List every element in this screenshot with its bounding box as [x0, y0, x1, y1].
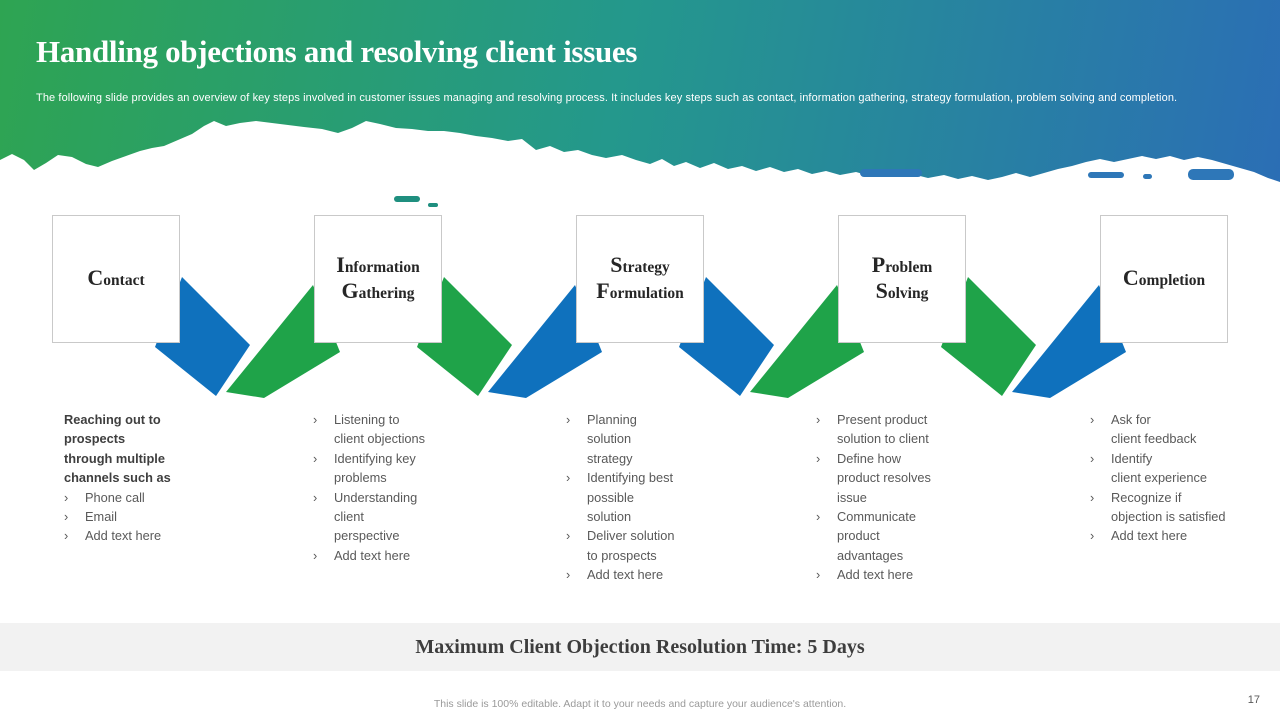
- bullet-text: Add text here: [334, 547, 411, 563]
- bullet-add-text-placeholder[interactable]: › Add text here: [566, 565, 702, 584]
- chevron-bullet-icon: ›: [1090, 450, 1095, 466]
- initial-capital: P: [871, 252, 886, 277]
- chevron-bullet-icon: ›: [566, 412, 571, 427]
- torn-paper-fragments: [394, 169, 1234, 207]
- chevron-ribbon-green-3: [750, 285, 864, 398]
- bullet-text: Add text here: [587, 567, 664, 583]
- initial-capital: C: [1122, 265, 1139, 290]
- chevron-ribbon-green-1: [226, 285, 340, 398]
- chevron-bullet-icon: ›: [566, 567, 571, 583]
- initial-capital: G: [341, 278, 359, 303]
- chevron-bullet-icon: ›: [1090, 528, 1095, 544]
- chevron-bullet-icon: ›: [1090, 412, 1095, 427]
- chevron-bullet-icon: ›: [313, 489, 318, 505]
- chevron-bullet-icon: ›: [816, 509, 821, 525]
- initial-capital: S: [610, 252, 623, 277]
- chevron-bullet-icon: ›: [816, 567, 821, 583]
- chevron-bullet-icon: ›: [1090, 489, 1095, 505]
- resolution-time-text: Maximum Client Objection Resolution Time…: [415, 635, 865, 658]
- bullet-text: Email: [85, 509, 117, 525]
- page-number: 17: [1247, 694, 1260, 706]
- bullet-text: Phone call: [85, 489, 145, 505]
- bullet-add-text-placeholder[interactable]: › Add text here: [1090, 526, 1255, 545]
- step-box-completion[interactable]: Completion: [1100, 215, 1228, 343]
- initial-capital: S: [875, 278, 888, 303]
- chevron-bullet-icon: ›: [64, 528, 69, 544]
- bullet-add-text-placeholder[interactable]: › Add text here: [816, 565, 960, 584]
- bullet-text: Add text here: [85, 528, 162, 544]
- chevron-bullet-icon: ›: [313, 547, 318, 563]
- chevron-bullet-icon: ›: [313, 412, 318, 427]
- initial-capital: I: [336, 252, 345, 277]
- step-box-contact[interactable]: Contact: [52, 215, 180, 343]
- bullet-item: › Email: [64, 507, 196, 526]
- chevron-bullet-icon: ›: [64, 489, 69, 505]
- torn-paper-edge: [0, 121, 1280, 212]
- chevron-bullet-icon: ›: [313, 450, 318, 466]
- chevron-bullet-icon: ›: [566, 470, 571, 486]
- page-subtitle: The following slide provides an overview…: [36, 92, 1178, 104]
- chevron-bullet-icon: ›: [816, 450, 821, 466]
- bullet-item: › Phone call: [64, 488, 196, 507]
- chevron-bullet-icon: ›: [816, 412, 821, 427]
- bullet-text: Add text here: [1111, 528, 1188, 544]
- chevron-bullet-icon: ›: [566, 528, 571, 544]
- initial-capital: F: [596, 278, 610, 303]
- footer-note: This slide is 100% editable. Adapt it to…: [433, 698, 847, 710]
- step-title: Completion: [1122, 265, 1206, 290]
- bullet-text: Add text here: [837, 567, 914, 583]
- initial-capital: C: [87, 265, 104, 290]
- chevron-ribbon-blue-2: [488, 285, 602, 398]
- chevron-bullet-icon: ›: [64, 509, 69, 525]
- bullet-add-text-placeholder[interactable]: › Add text here: [313, 546, 453, 565]
- chevron-ribbon-blue-4: [1012, 285, 1126, 398]
- step-title: Contact: [87, 265, 145, 290]
- page-title: Handling objections and resolving client…: [36, 34, 638, 69]
- bullet-add-text-placeholder[interactable]: › Add text here: [64, 526, 196, 545]
- resolution-time-banner: Maximum Client Objection Resolution Time…: [0, 623, 1280, 671]
